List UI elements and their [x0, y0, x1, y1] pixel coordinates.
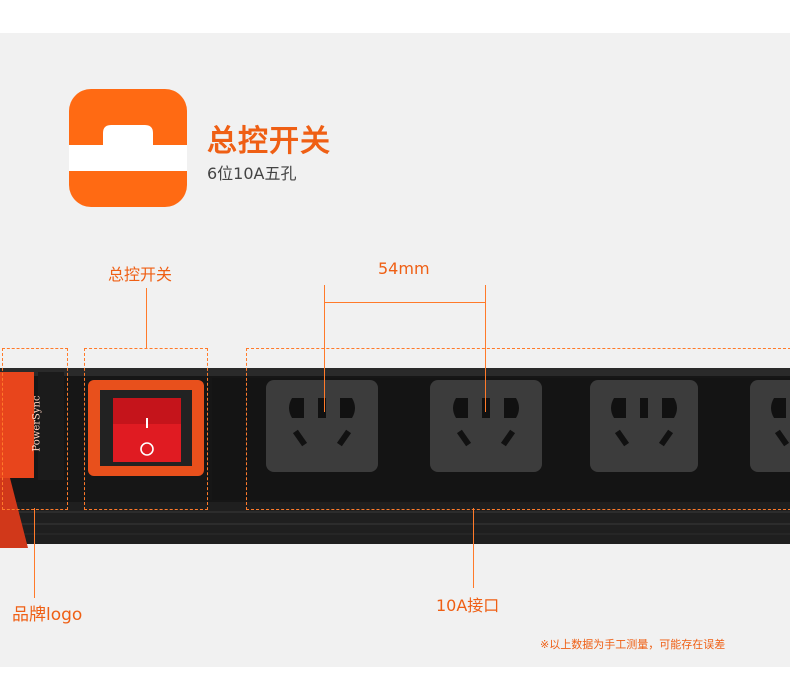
page-subtitle: 6位10A五孔 — [207, 164, 297, 183]
spacing-callout-label: 54mm — [378, 259, 430, 278]
socket-3 — [590, 380, 698, 472]
socket-1 — [266, 380, 378, 472]
switch-highlight-box — [84, 348, 208, 510]
brand-leader-line — [34, 508, 35, 598]
spacing-left-line — [324, 285, 325, 412]
switch-leader-line — [146, 288, 147, 348]
page-title: 总控开关 — [207, 124, 331, 159]
socket-leader-line — [473, 508, 474, 588]
spacing-measure-line — [324, 302, 486, 303]
socket-callout-label: 10A接口 — [436, 596, 500, 615]
socket-2 — [430, 380, 542, 472]
measurement-note: ※以上数据为手工测量，可能存在误差 — [540, 638, 726, 651]
switch-icon — [69, 89, 187, 207]
switch-callout-label: 总控开关 — [108, 265, 173, 284]
brand-highlight-box — [2, 348, 68, 510]
socket-4 — [750, 380, 790, 472]
sockets-highlight-box — [246, 348, 790, 510]
spacing-right-line — [485, 285, 486, 412]
brand-callout-label: 品牌logo — [12, 605, 83, 625]
